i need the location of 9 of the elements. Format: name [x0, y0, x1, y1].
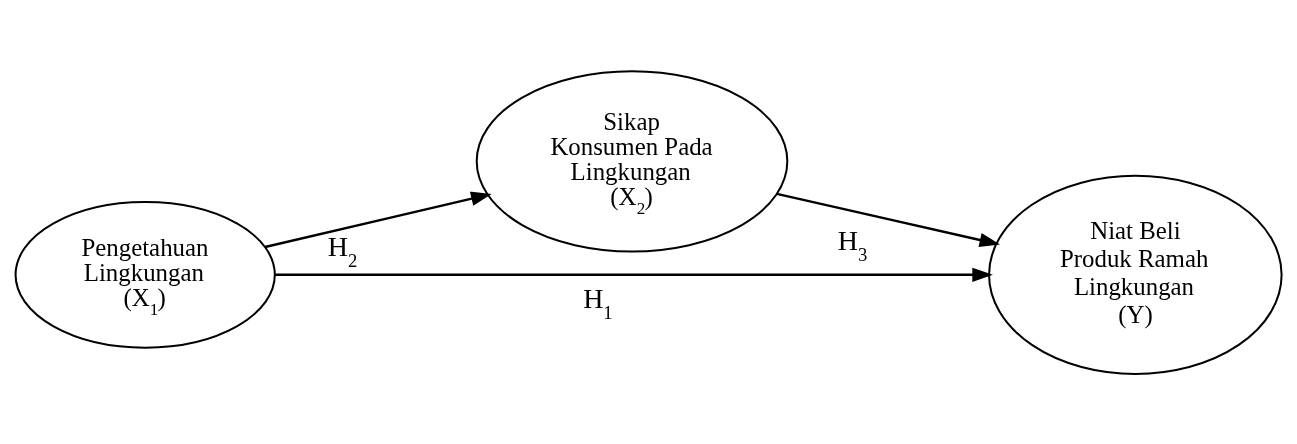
- node-ellipse: Sikap Konsumen Pada Lingkungan (X$_{2}$): [475, 69, 789, 252]
- edge-label: H$_{3}$: [837, 224, 868, 265]
- arrow: [264, 191, 492, 248]
- node-ellipse: Pengetahuan Lingkungan (X$_{1}$): [14, 200, 276, 349]
- arrow: [275, 267, 993, 282]
- edge-label: H$_{1}$: [583, 282, 613, 323]
- arrow: [776, 192, 1001, 247]
- node-ellipse: Niat Beli Produk Ramah Lingkungan (Y): [988, 174, 1283, 375]
- edge-label: H$_{2}$: [327, 230, 358, 270]
